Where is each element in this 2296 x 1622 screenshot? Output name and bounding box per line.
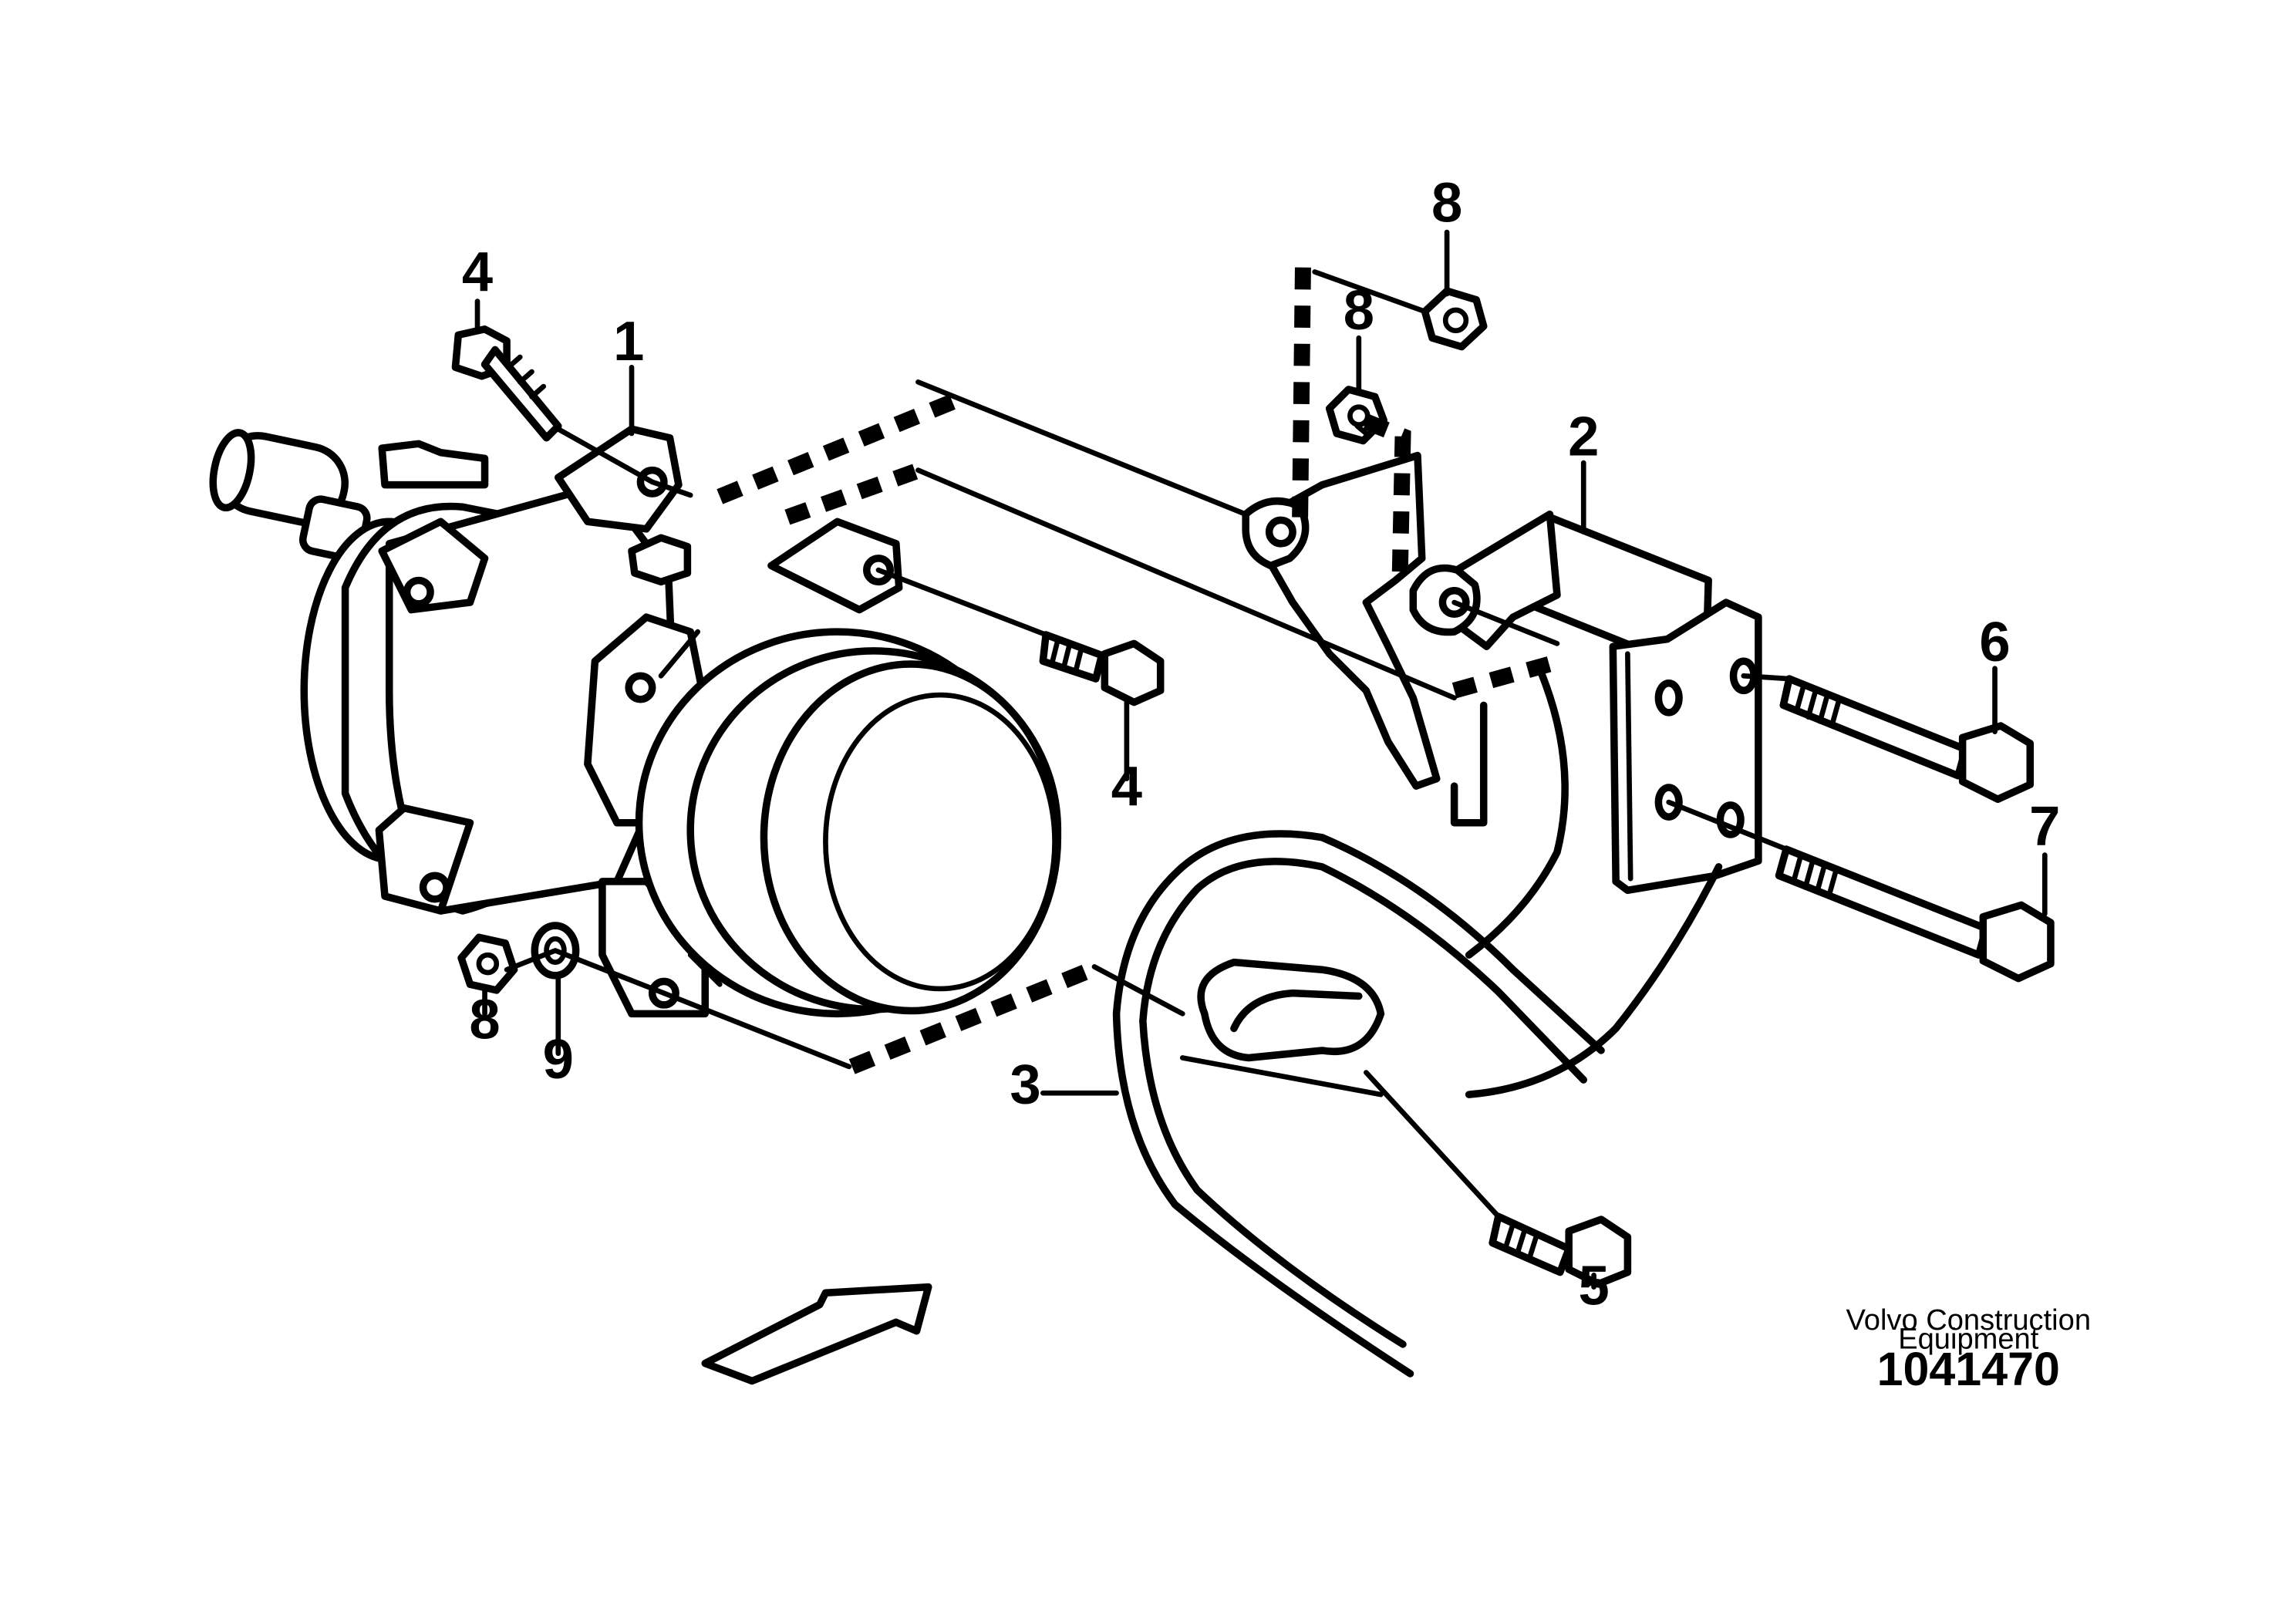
callout-4-mid-label: 4: [1111, 755, 1142, 818]
callout-5-label: 5: [1578, 1254, 1609, 1317]
bolt-6: [1779, 675, 2035, 804]
callout-3-label: 3: [1010, 1054, 1040, 1116]
view-direction-arrow: [701, 1283, 932, 1385]
nut-8-lower: [457, 933, 518, 994]
bolt-4-upper: [451, 325, 562, 442]
publisher-credit-line1: Volvo Construction: [1846, 1304, 2092, 1337]
callout-2-label: 2: [1568, 406, 1599, 468]
callout-6-label: 6: [1979, 611, 2010, 673]
nut-8-top: [1421, 287, 1488, 351]
callout-1-label: 1: [613, 310, 644, 373]
bolt-5: [1489, 1212, 1632, 1288]
leader-lines: [474, 229, 2048, 1290]
document-number: 1041470: [1877, 1343, 2060, 1395]
callout-8-mid-label: 8: [1344, 279, 1374, 342]
bolt-7: [1775, 845, 2055, 983]
mounting-bracket: [1242, 451, 1762, 1098]
callout-7-label: 7: [2029, 794, 2060, 857]
bolt-4-lower: [1039, 631, 1165, 706]
assembly-lines: [504, 269, 1792, 1219]
callout-9-label: 9: [543, 1028, 574, 1091]
callout-4-top-label: 4: [462, 241, 493, 303]
drive-belt: [1112, 830, 1605, 1378]
dashed-assembly-lines: [716, 267, 1563, 1074]
callout-8-low-label: 8: [469, 989, 500, 1051]
publisher-credit-line2: Equipment: [1898, 1324, 2038, 1356]
callout-8-top-label: 8: [1431, 172, 1462, 234]
ac-compressor: [209, 425, 1062, 1018]
